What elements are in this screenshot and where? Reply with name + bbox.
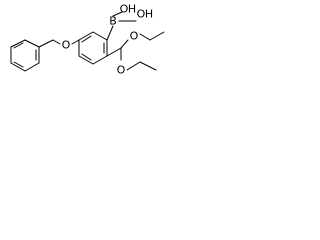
boronic-acid-group bbox=[106, 11, 137, 41]
benzyloxy-linker bbox=[38, 39, 80, 48]
ring-bond bbox=[92, 31, 108, 41]
bond-ring-ch bbox=[106, 47, 122, 57]
ring-double-bond bbox=[13, 61, 24, 68]
ring-bond bbox=[78, 31, 94, 41]
ring-double-bond bbox=[81, 35, 92, 43]
ring-bond bbox=[78, 55, 94, 65]
atom-label-boron: B bbox=[109, 15, 117, 28]
bond-ring-b bbox=[106, 25, 114, 41]
bond-o-ch2-upper bbox=[139, 33, 151, 41]
bond-o-ch2-lower bbox=[126, 61, 141, 71]
ring-bond bbox=[10, 62, 26, 72]
ring-double-bond bbox=[13, 42, 24, 49]
atom-label-benzyloxy-oxygen: O bbox=[62, 39, 71, 52]
ring-double-bond bbox=[81, 53, 92, 61]
bond-ch2-o bbox=[52, 39, 61, 45]
bond-b-o1 bbox=[112, 11, 123, 17]
atom-label-hydroxyl-oxygen-2: O bbox=[137, 8, 146, 21]
ring-bond bbox=[10, 39, 26, 48]
atom-label-ether-oxygen-2: O bbox=[117, 64, 126, 77]
ring-bond bbox=[24, 62, 40, 72]
bond-ring-ch2 bbox=[38, 39, 54, 48]
ring-bond bbox=[92, 55, 108, 65]
atom-label-hydroxyl-hydrogen-1: H bbox=[128, 3, 136, 16]
bond-ch2-ch3-upper bbox=[149, 31, 165, 41]
bond-o-aryl bbox=[71, 39, 80, 45]
central-aryl-ring bbox=[78, 31, 108, 65]
bond-ch-o-upper bbox=[120, 39, 129, 49]
bond-ch2-ch3-lower bbox=[139, 61, 157, 71]
diethoxymethyl-group bbox=[106, 31, 165, 71]
ring-bond bbox=[24, 39, 40, 48]
chemical-structure: O B O H O H O O bbox=[10, 3, 165, 77]
benzyl-phenyl-ring bbox=[10, 39, 40, 72]
atom-labels: O B O H O H O O bbox=[62, 3, 153, 77]
atom-label-hydroxyl-oxygen-1: O bbox=[120, 3, 129, 16]
atom-label-hydroxyl-hydrogen-2: H bbox=[145, 8, 153, 21]
atom-label-ether-oxygen-1: O bbox=[130, 30, 139, 43]
